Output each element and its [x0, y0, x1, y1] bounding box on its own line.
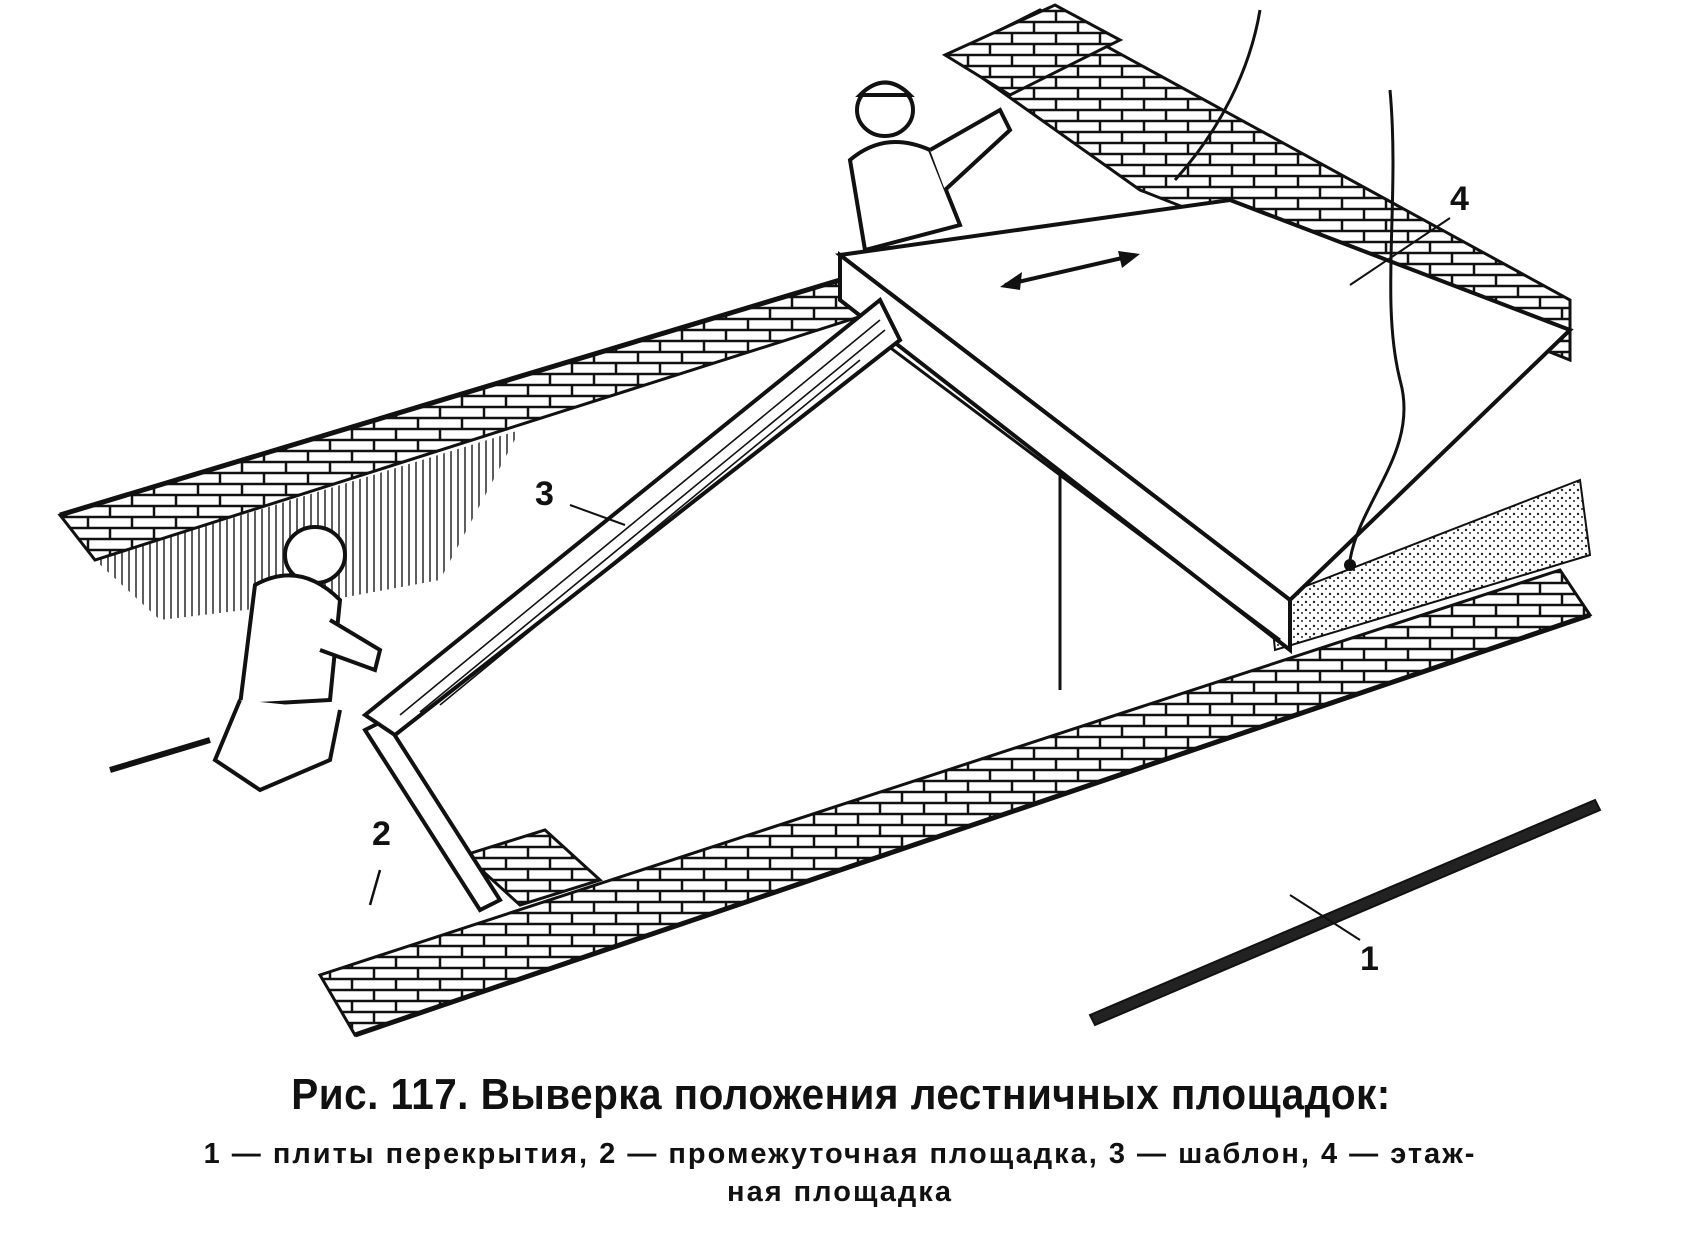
hoist-cable	[1173, 9, 1406, 571]
figure-caption-legend: 1 — плиты перекрытия, 2 — промежуточная …	[60, 1135, 1620, 1211]
legend-line-1: 1 — плиты перекрытия, 2 — промежуточная …	[203, 1138, 1477, 1170]
callout-3: 3	[535, 475, 554, 513]
worker-kneeling-figure	[109, 525, 383, 793]
callout-1: 1	[1360, 940, 1379, 978]
legend-line-2: ная площадка	[727, 1176, 953, 1208]
floor-landing-slab	[834, 197, 1574, 690]
callout-4: 4	[1450, 180, 1469, 218]
left-brick-wall	[57, 277, 868, 620]
worker-top-figure	[847, 80, 1013, 253]
template-board	[361, 296, 903, 738]
floor-slab-strip	[1088, 798, 1602, 1027]
leader-lines	[368, 217, 1451, 941]
callout-2: 2	[372, 815, 391, 853]
bottom-brick-wall	[317, 568, 1593, 1038]
figure-caption-title: Рис. 117. Выверка положения лестничных п…	[291, 1070, 1391, 1119]
